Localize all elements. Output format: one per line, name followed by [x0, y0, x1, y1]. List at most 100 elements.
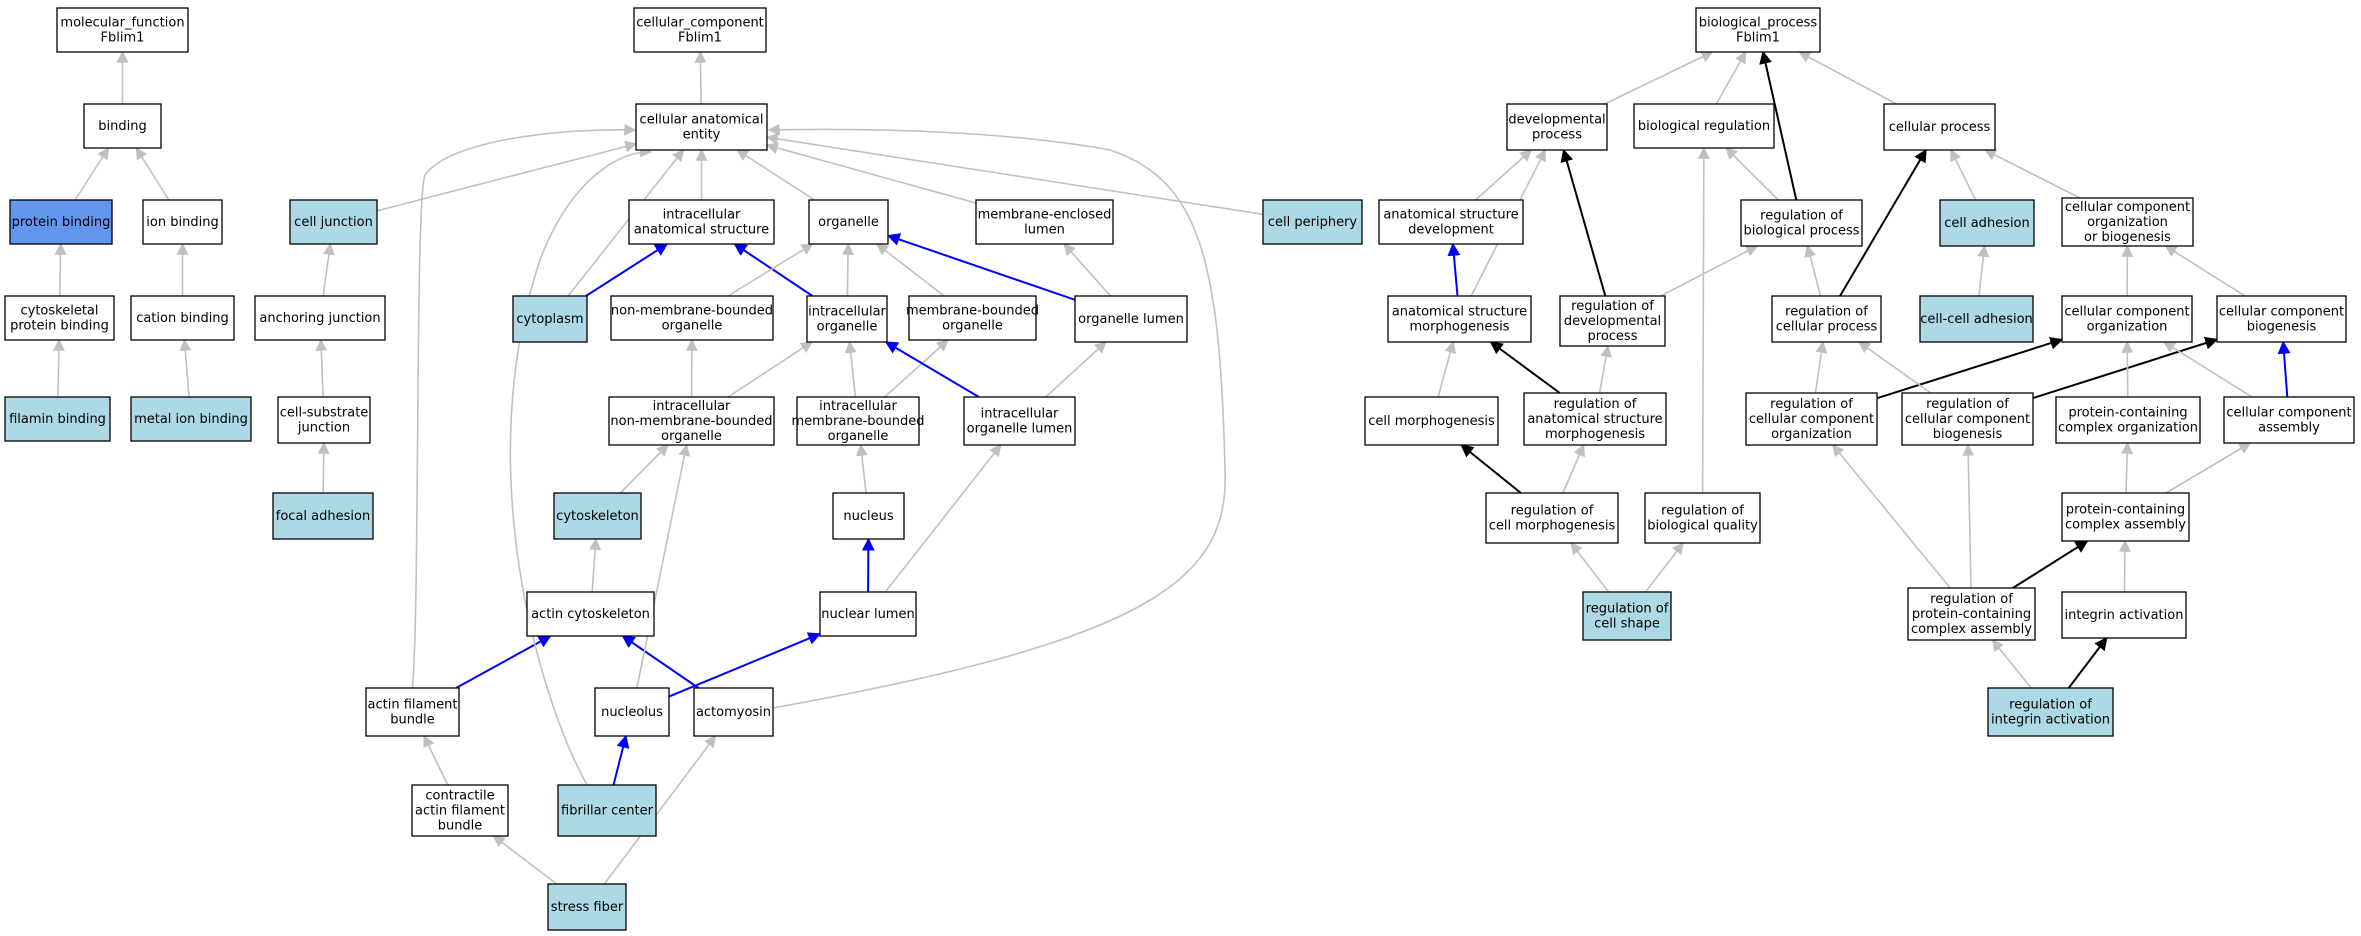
node-box [130, 295, 235, 341]
node-cytoplasm[interactable]: cytoplasm [512, 295, 588, 343]
node-box [2061, 295, 2193, 343]
edge-intracellular-mb-organelle-to-intracellular-organelle [844, 340, 857, 398]
node-label: regulation of [1554, 397, 1637, 412]
node-box [1883, 103, 1996, 151]
node-cell-periphery[interactable]: cell periphery [1262, 199, 1363, 245]
node-label: metal ion binding [134, 412, 248, 427]
edge-actin-filament-bundle-to-actin-cytoskeleton [455, 635, 552, 689]
node-anchoring-junction[interactable]: anchoring junction [254, 295, 386, 341]
node-integrin-activation[interactable]: integrin activation [2061, 591, 2187, 639]
node-filamin-binding[interactable]: filamin binding [4, 396, 111, 442]
node-intracellular-nmb-organelle[interactable]: intracellularnon-membrane-boundedorganel… [608, 396, 775, 446]
node-box [635, 103, 768, 151]
node-cell-morphogenesis[interactable]: cell morphogenesis [1364, 396, 1499, 446]
node-label: lumen [1024, 223, 1065, 238]
node-label: ion binding [146, 215, 218, 230]
node-cellular-process[interactable]: cellular process [1883, 103, 1996, 151]
node-box [832, 492, 905, 540]
node-label: regulation of [1661, 504, 1744, 519]
node-label: regulation of [1586, 602, 1669, 617]
node-protein-binding[interactable]: protein binding [9, 199, 113, 245]
node-actin-cytoskeleton[interactable]: actin cytoskeleton [526, 591, 655, 637]
node-cell-junction[interactable]: cell junction [289, 199, 378, 245]
node-cation-binding[interactable]: cation binding [130, 295, 235, 341]
node-stress-fiber[interactable]: stress fiber [547, 883, 627, 931]
node-label: actin filament [415, 804, 505, 819]
node-cell-adhesion[interactable]: cell adhesion [1939, 199, 2035, 247]
edge-ion-binding-to-binding [135, 146, 170, 201]
node-label: developmental [1508, 113, 1605, 128]
node-label: or biogenesis [2084, 230, 2171, 245]
edge-reg-bio-quality-to-biological-regulation [1697, 146, 1710, 494]
edge-reg-ccorg-to-regulation-of-cellular-process [1814, 340, 1828, 394]
edge-anatomical-structure-morphogenesis-to-anatomical-structure-development [1447, 242, 1461, 297]
edge-reg-asm-to-anatomical-structure-morphogenesis [1489, 341, 1561, 394]
node-nucleus[interactable]: nucleus [832, 492, 905, 540]
node-nuclear-lumen[interactable]: nuclear lumen [819, 591, 917, 637]
edge-cell-junction-to-cellular-anatomical-entity [376, 140, 638, 212]
node-label: membrane-enclosed [978, 208, 1112, 223]
node-ion-binding[interactable]: ion binding [142, 199, 223, 245]
node-organelle-lumen[interactable]: organelle lumen [1074, 295, 1188, 343]
node-box [547, 883, 627, 931]
node-cytoskeleton[interactable]: cytoskeleton [553, 492, 642, 540]
node-box [1740, 199, 1863, 247]
node-nucleolus[interactable]: nucleolus [594, 687, 670, 737]
node-biological-regulation[interactable]: biological regulation [1633, 103, 1775, 149]
node-actomyosin[interactable]: actomyosin [693, 687, 774, 737]
node-metal-ion-binding[interactable]: metal ion binding [130, 396, 252, 442]
node-box [693, 687, 774, 737]
node-fibrillar-center[interactable]: fibrillar center [557, 784, 657, 837]
node-cell-cell-adhesion[interactable]: cell-cell adhesion [1919, 295, 2034, 343]
edge-cytoplasm-to-intracellular-anatomical-structure [585, 243, 669, 297]
node-label: focal adhesion [276, 509, 370, 524]
node-label: integrin activation [1991, 713, 2110, 728]
node-label: organelle [662, 319, 723, 334]
edge-filamin-binding-to-cytoskeletal-protein-binding [52, 338, 65, 398]
node-organelle[interactable]: organelle [808, 199, 889, 245]
node-box [1695, 7, 1821, 53]
node-box [2055, 396, 2201, 444]
node-binding[interactable]: binding [83, 103, 162, 149]
node-label: entity [683, 128, 721, 143]
node-box [365, 687, 460, 737]
node-label: cytoskeleton [556, 509, 639, 524]
node-label: regulation of [2009, 698, 2092, 713]
node-focal-adhesion[interactable]: focal adhesion [272, 492, 374, 540]
